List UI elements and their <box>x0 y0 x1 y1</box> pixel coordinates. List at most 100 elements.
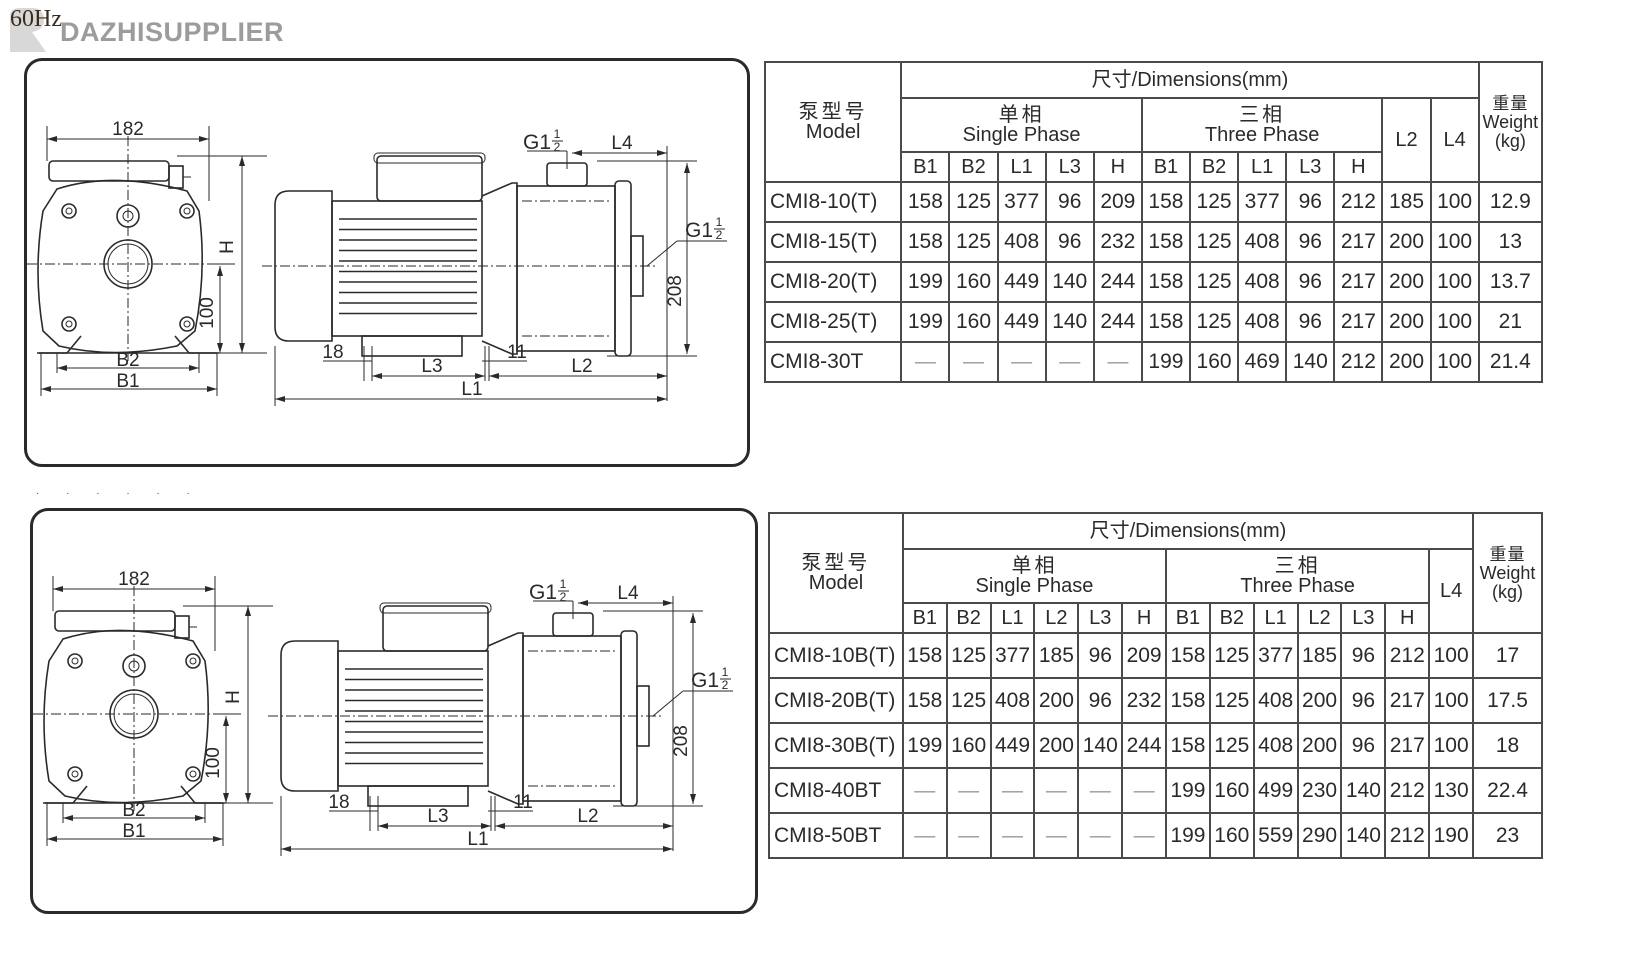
three-phase-cell: 125 <box>1208 677 1255 724</box>
single-phase-cell: — <box>996 341 1047 383</box>
three-phase-header: 三相 Three Phase <box>1165 548 1431 604</box>
arrowhead <box>495 823 505 829</box>
single-phase-cell: — <box>989 812 1036 859</box>
l2-cell: 200 <box>1381 261 1432 303</box>
l4-cell: 100 <box>1428 632 1475 679</box>
l4-cell: 100 <box>1429 261 1480 303</box>
dim-inlet-thread-side-num: 1 <box>722 665 729 679</box>
three-phase-cell: 140 <box>1340 812 1387 859</box>
weight-cell: 21.4 <box>1477 341 1544 383</box>
motor-body <box>337 650 489 787</box>
dim-inlet-thread-side: G1 <box>691 669 719 692</box>
l4-cell: 100 <box>1428 677 1475 724</box>
dim-inlet-thread-top: G1 <box>529 581 557 604</box>
three-phase-cell: 217 <box>1384 722 1431 769</box>
column-header: L2 <box>1296 602 1343 634</box>
column-header: H <box>1092 151 1143 183</box>
column-header: L1 <box>989 602 1036 634</box>
motor-base <box>367 785 469 807</box>
three-phase-cell: 200 <box>1296 677 1343 724</box>
three-phase-cell: 200 <box>1296 722 1343 769</box>
l2-cell: 185 <box>1381 181 1432 223</box>
pump-casing <box>522 635 622 802</box>
column-header: B2 <box>948 151 999 183</box>
three-phase-cell: 160 <box>1208 812 1255 859</box>
three-phase-cell: 230 <box>1296 767 1343 814</box>
three-phase-cell: 212 <box>1333 341 1384 383</box>
three-phase-cell: 217 <box>1384 677 1431 724</box>
single-phase-cell: 199 <box>901 722 948 769</box>
arrowhead <box>245 606 251 616</box>
bolt-icon <box>61 203 77 219</box>
dim-inlet-thread-top-num: 1 <box>560 577 567 591</box>
model-cell: CMI8-20(T) <box>763 261 903 303</box>
single-phase-cell: 199 <box>900 261 951 303</box>
l2-cell: 200 <box>1381 341 1432 383</box>
dim-182: 182 <box>118 569 150 590</box>
weight-cell: 12.9 <box>1477 181 1544 223</box>
three-phase-cell: 212 <box>1384 632 1431 679</box>
front-housing <box>37 179 203 354</box>
terminal-box-cover <box>54 610 176 632</box>
three-phase-cell: 96 <box>1285 301 1336 343</box>
single-phase-cell: 449 <box>996 301 1047 343</box>
dim-B2: B2 <box>116 350 139 371</box>
three-phase-cell: 290 <box>1296 812 1343 859</box>
three-phase-cell: 408 <box>1237 301 1288 343</box>
column-header: B1 <box>1140 151 1192 183</box>
l4-cell: 130 <box>1428 767 1475 814</box>
dim-inlet-thread-side-den: 2 <box>716 228 723 242</box>
dim-L4: L4 <box>611 133 633 154</box>
column-header: B2 <box>1188 151 1240 183</box>
dim-inlet-thread-side-den: 2 <box>722 678 729 692</box>
dim-L2: L2 <box>577 806 598 827</box>
bolt-icon <box>179 316 195 332</box>
model-cell: CMI8-30B(T) <box>768 722 904 769</box>
three-phase-cell: 96 <box>1285 221 1336 263</box>
arrowhead <box>195 815 205 821</box>
three-phase-cell: 158 <box>1165 632 1211 679</box>
arrowhead <box>57 365 67 371</box>
model-cell: CMI8-10B(T) <box>768 632 904 679</box>
terminal-box <box>382 605 489 652</box>
dim-inlet-thread-side-num: 1 <box>716 215 723 229</box>
three-phase-cell: 160 <box>1188 341 1240 383</box>
three-phase-header: 三相 Three Phase <box>1140 97 1384 153</box>
single-phase-cell: 185 <box>1033 632 1080 679</box>
single-phase-cell: — <box>1077 812 1124 859</box>
single-phase-cell: — <box>989 767 1036 814</box>
dim-H: H <box>217 240 238 254</box>
three-phase-cell: 408 <box>1252 677 1299 724</box>
arrowhead <box>189 365 199 371</box>
arrowhead <box>663 600 673 606</box>
arrowhead <box>199 136 209 142</box>
single-phase-cell: — <box>945 767 992 814</box>
column-header: L3 <box>1044 151 1095 183</box>
weight-cell: 17.5 <box>1472 677 1543 724</box>
three-phase-cell: 377 <box>1237 181 1288 223</box>
column-header: L1 <box>1252 602 1299 634</box>
bolt-icon <box>67 653 83 669</box>
dim-182: 182 <box>112 119 144 140</box>
l4-cell: 190 <box>1428 812 1475 859</box>
arrowhead <box>690 613 696 623</box>
dim-208: 208 <box>665 275 686 307</box>
dim-B1: B1 <box>116 371 139 392</box>
arrowhead <box>217 266 223 276</box>
arrowhead <box>239 156 245 166</box>
motor-body <box>331 200 483 337</box>
arrowhead <box>239 343 245 353</box>
dim-L4: L4 <box>617 583 639 604</box>
l4-header: L4 <box>1429 97 1480 183</box>
bolt-icon <box>179 203 195 219</box>
weight-cell: 13.7 <box>1477 261 1544 303</box>
single-phase-cell: 125 <box>945 677 992 724</box>
arrowhead <box>489 373 499 379</box>
arrowhead <box>475 373 485 379</box>
three-phase-cell: 217 <box>1333 261 1384 303</box>
